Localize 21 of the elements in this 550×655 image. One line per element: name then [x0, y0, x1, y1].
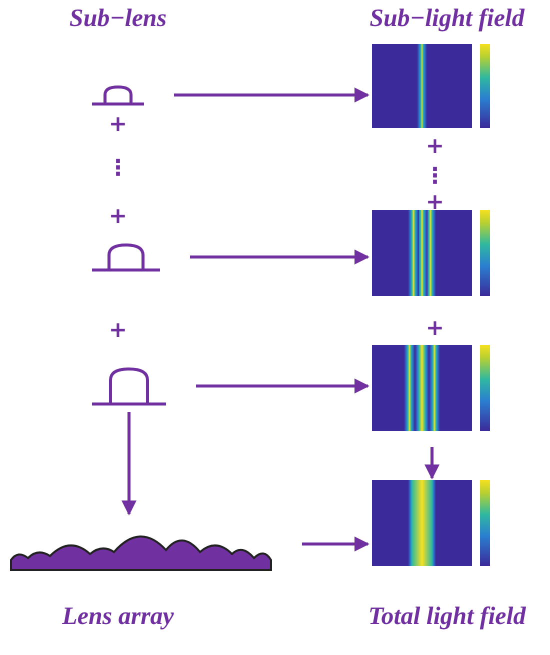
arrow [122, 412, 136, 516]
column-heading: Lens array [62, 604, 174, 629]
plus-sign: + [108, 320, 128, 342]
ellipsis-sign: ⋮ [107, 158, 129, 180]
plus-sign: + [426, 136, 444, 158]
arrow [424, 447, 440, 480]
arrow [174, 88, 370, 102]
plus-sign: + [108, 114, 128, 136]
lens-drawing [92, 242, 160, 272]
lens-drawing [92, 366, 166, 406]
column-heading: Sub−light field [370, 6, 524, 31]
plus-sign: + [426, 192, 444, 214]
arrow [190, 250, 370, 264]
column-heading: Sub−lens [69, 6, 167, 31]
column-heading: Total light field [368, 604, 526, 629]
arrow [196, 378, 370, 394]
ellipsis-sign: ⋮ [424, 166, 446, 188]
plus-sign: + [426, 318, 444, 340]
lens-drawing [92, 84, 144, 106]
arrow [302, 536, 370, 552]
plus-sign: + [108, 206, 128, 228]
